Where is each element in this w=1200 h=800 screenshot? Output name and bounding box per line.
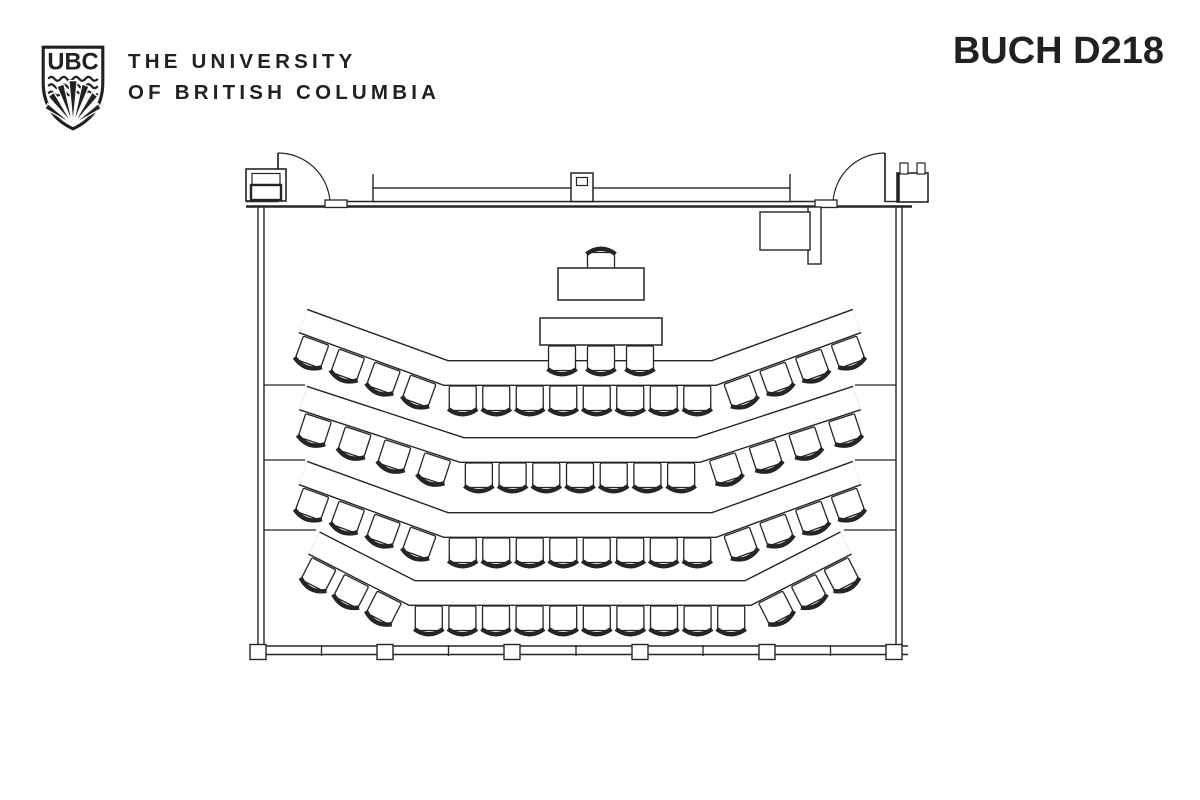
row-4-seat-center-6 — [581, 605, 613, 637]
row-3-seat-center-4 — [547, 537, 580, 569]
right-column — [896, 172, 929, 203]
row-4-seat-center-4 — [513, 605, 546, 637]
room-label: BUCH D218 — [952, 30, 1164, 72]
window-mullion — [885, 643, 903, 661]
row-2-seat-center-1 — [463, 462, 495, 494]
row-1-seat-right-4 — [830, 335, 868, 371]
row-3-seat-center-5 — [580, 537, 613, 569]
row-2-table-surface — [299, 386, 861, 462]
row-2-seat-center-6 — [631, 462, 664, 494]
row-1-seat-center-3 — [513, 385, 546, 417]
window-mullion — [503, 643, 521, 661]
row-4-table-surface — [308, 532, 852, 605]
row-4-seat-left-2 — [331, 574, 369, 611]
ubc-logo-icon: UBC — [41, 45, 105, 131]
row-4-seat-right-2 — [791, 574, 829, 611]
row-3-seat-right-1 — [723, 526, 760, 562]
row-2-seat-center-4 — [564, 462, 596, 494]
row-3-seat-right-4 — [830, 487, 868, 523]
left-door-stop — [324, 199, 348, 209]
row-1-seat-center-6 — [614, 385, 647, 417]
center-column-inset — [575, 176, 589, 187]
row-3-seat-center-7 — [647, 537, 680, 569]
row-4-seat-left-1 — [298, 557, 337, 594]
row-4-seat-left-3 — [363, 590, 402, 627]
front-table-seat-3 — [624, 345, 656, 377]
row-4-seat-center-10 — [715, 605, 747, 637]
row-2-seat-right-1 — [709, 452, 745, 487]
row-3-seat-left-2 — [328, 500, 365, 536]
row-4-seat-center-1 — [413, 605, 445, 637]
row-4-seat-center-2 — [446, 605, 479, 637]
row-1-seat-right-2 — [759, 361, 796, 397]
row-2-seat-center-2 — [496, 462, 529, 494]
front-table-seat-1 — [546, 345, 578, 377]
row-2-seat-left-3 — [375, 439, 412, 474]
row-2-seat-right-4 — [828, 413, 865, 448]
row-1-seat-center-5 — [580, 385, 613, 417]
wordmark-line-1: THE UNIVERSITY — [128, 50, 357, 73]
front-table — [539, 317, 663, 346]
row-4-seat-center-7 — [614, 605, 647, 637]
row-3-seat-left-4 — [400, 526, 437, 562]
row-1-seat-right-1 — [723, 374, 760, 410]
row-2-seat-right-2 — [748, 439, 785, 474]
row-1-seat-left-1 — [292, 335, 330, 371]
row-4-seat-right-1 — [758, 590, 797, 627]
right-door-stop — [814, 199, 838, 209]
right-column-prong — [916, 162, 926, 175]
row-4-seat-center-8 — [648, 605, 680, 637]
row-3-table-surface — [299, 462, 861, 537]
lectern — [557, 267, 645, 301]
row-2-seat-center-5 — [597, 462, 630, 494]
wordmark-line-2: OF BRITISH COLUMBIA — [128, 81, 441, 104]
row-4-seat-right-3 — [823, 557, 862, 594]
row-1-seat-left-3 — [364, 361, 401, 397]
row-2-seat-center-7 — [665, 462, 697, 494]
row-4-seat-center-3 — [480, 605, 512, 637]
row-3-seat-center-3 — [513, 537, 546, 569]
left-column-inset — [251, 172, 281, 186]
row-1-seat-center-4 — [547, 385, 580, 417]
front-table-seat-2 — [585, 345, 617, 377]
right-column-prong — [899, 162, 909, 175]
row-3-seat-center-6 — [614, 537, 647, 569]
row-2-seat-center-3 — [530, 462, 563, 494]
row-1-seat-center-2 — [480, 385, 513, 417]
window-mullion — [631, 643, 649, 661]
row-1-table-surface — [299, 310, 861, 385]
row-1-seat-left-4 — [400, 374, 437, 410]
crest-rays — [44, 80, 102, 126]
row-1-seat-center-1 — [446, 385, 479, 417]
row-4-seat-center-5 — [547, 605, 579, 637]
row-3-seat-center-1 — [446, 537, 479, 569]
row-2-seat-left-1 — [295, 413, 332, 448]
ubc-brand: UBC THE UNIVERSITY OF BR — [40, 44, 440, 132]
window-mullion — [249, 643, 267, 661]
ubc-monogram: UBC — [47, 49, 98, 76]
row-1-seat-center-8 — [681, 385, 714, 417]
row-4-seat-center-9 — [681, 605, 714, 637]
row-1-seat-right-3 — [795, 348, 832, 384]
row-3-seat-center-2 — [480, 537, 513, 569]
row-2-seat-left-2 — [335, 426, 372, 461]
window-mullion — [758, 643, 776, 661]
row-3-seat-right-2 — [759, 513, 796, 549]
av-cabinet — [759, 211, 811, 251]
row-3-seat-center-8 — [681, 537, 714, 569]
row-2-seat-left-4 — [415, 452, 451, 487]
left-column-base — [249, 183, 283, 202]
row-1-seat-center-7 — [647, 385, 680, 417]
right-door-swing-arc — [832, 152, 886, 203]
row-3-seat-left-3 — [364, 513, 401, 549]
left-door-swing-arc — [277, 152, 331, 203]
row-1-seat-left-2 — [328, 348, 365, 384]
row-3-seat-right-3 — [795, 500, 832, 536]
university-wordmark: THE UNIVERSITY OF BRITISH COLUMBIA — [128, 46, 440, 108]
row-2-seat-right-3 — [788, 426, 825, 461]
floorplan — [245, 152, 929, 661]
row-3-seat-left-1 — [292, 487, 330, 523]
window-mullion — [376, 643, 394, 661]
